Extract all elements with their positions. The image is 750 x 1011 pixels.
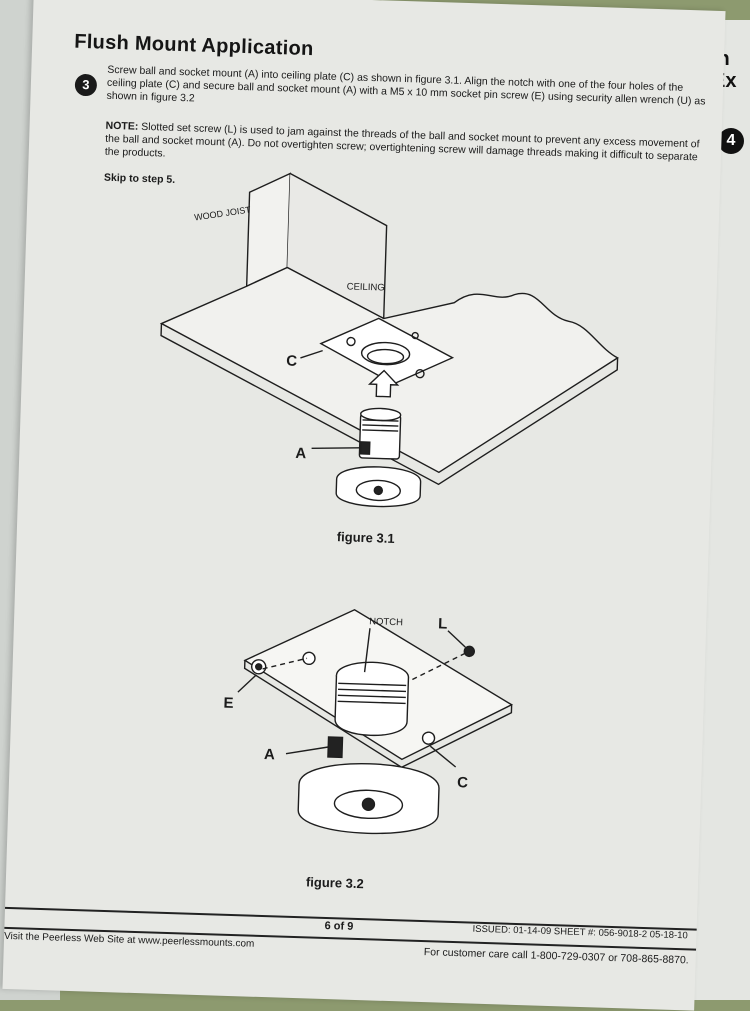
figure-3-1-diagram: WOOD JOIST CEILING C A — [159, 172, 619, 508]
up-arrow — [367, 369, 400, 398]
label-c-fig1: C — [286, 352, 298, 369]
instruction-sheet: Flush Mount Application 3 Screw ball and… — [2, 0, 726, 1011]
adjacent-step-badge: 4 — [718, 128, 744, 154]
label-a-fig1: A — [295, 445, 307, 462]
plate-hole-fig2 — [302, 651, 316, 666]
set-screw — [359, 441, 371, 455]
leader-a-fig2 — [285, 746, 329, 755]
notch-label: NOTCH — [369, 616, 403, 628]
slotted-screw-l — [463, 645, 475, 658]
page-number: 6 of 9 — [324, 919, 354, 933]
label-l-fig2: L — [438, 615, 448, 632]
ceiling-label: CEILING — [347, 281, 385, 293]
label-a-fig2: A — [264, 746, 276, 763]
leader-a — [311, 447, 360, 450]
plate-ring — [360, 341, 411, 366]
leader-l — [447, 630, 466, 648]
figure-3-2-diagram: NOTCH L E A C — [223, 608, 514, 835]
ceiling-plate — [319, 317, 455, 385]
leader-c — [300, 349, 323, 359]
figure-3-2-caption: figure 3.2 — [305, 874, 364, 892]
leader-c-fig2 — [429, 745, 457, 768]
set-screw-fig2 — [327, 736, 344, 759]
label-c-fig2: C — [457, 774, 469, 791]
plate-hole — [346, 336, 356, 347]
label-e-fig2: E — [223, 695, 234, 712]
ceiling-edge — [160, 323, 619, 486]
leader-notch — [363, 628, 371, 673]
leader-e — [237, 674, 257, 693]
screw-path-e — [262, 657, 308, 670]
screw-path-l — [408, 652, 466, 683]
